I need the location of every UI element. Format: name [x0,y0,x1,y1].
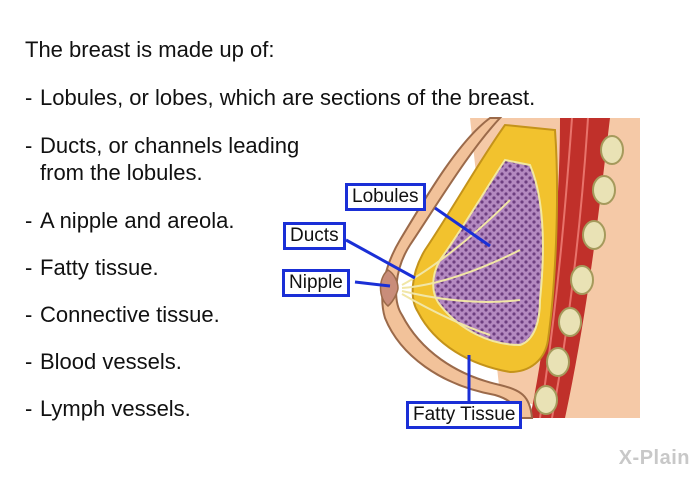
gland-tissue [432,158,544,347]
bullet-fatty: - Fatty tissue. [25,255,159,280]
ribs [534,135,624,415]
bullet-lymph: - Lymph vessels. [25,396,191,421]
intro-heading: The breast is made up of: [25,37,275,62]
ducts [401,199,521,336]
bullet-blood: - Blood vessels. [25,349,182,374]
nipple [379,269,399,307]
callout-ducts: Ducts [283,222,346,250]
bullet-lobules: - Lobules, or lobes, which are sections … [25,85,536,110]
bullet-connective: - Connective tissue. [25,302,220,327]
lobules-leader [434,206,491,248]
xplain-logo: X-Plain [618,447,690,469]
bullet-nipple: - A nipple and areola. [25,208,235,233]
callout-lobules: Lobules [345,183,426,211]
bullet-ducts: - Ducts, or channels leading from the lo… [25,133,300,185]
ducts-leader [345,238,416,280]
nipple-leader [354,280,391,288]
callout-nipple: Nipple [282,269,350,297]
callout-fatty-tissue: Fatty Tissue [406,401,523,429]
